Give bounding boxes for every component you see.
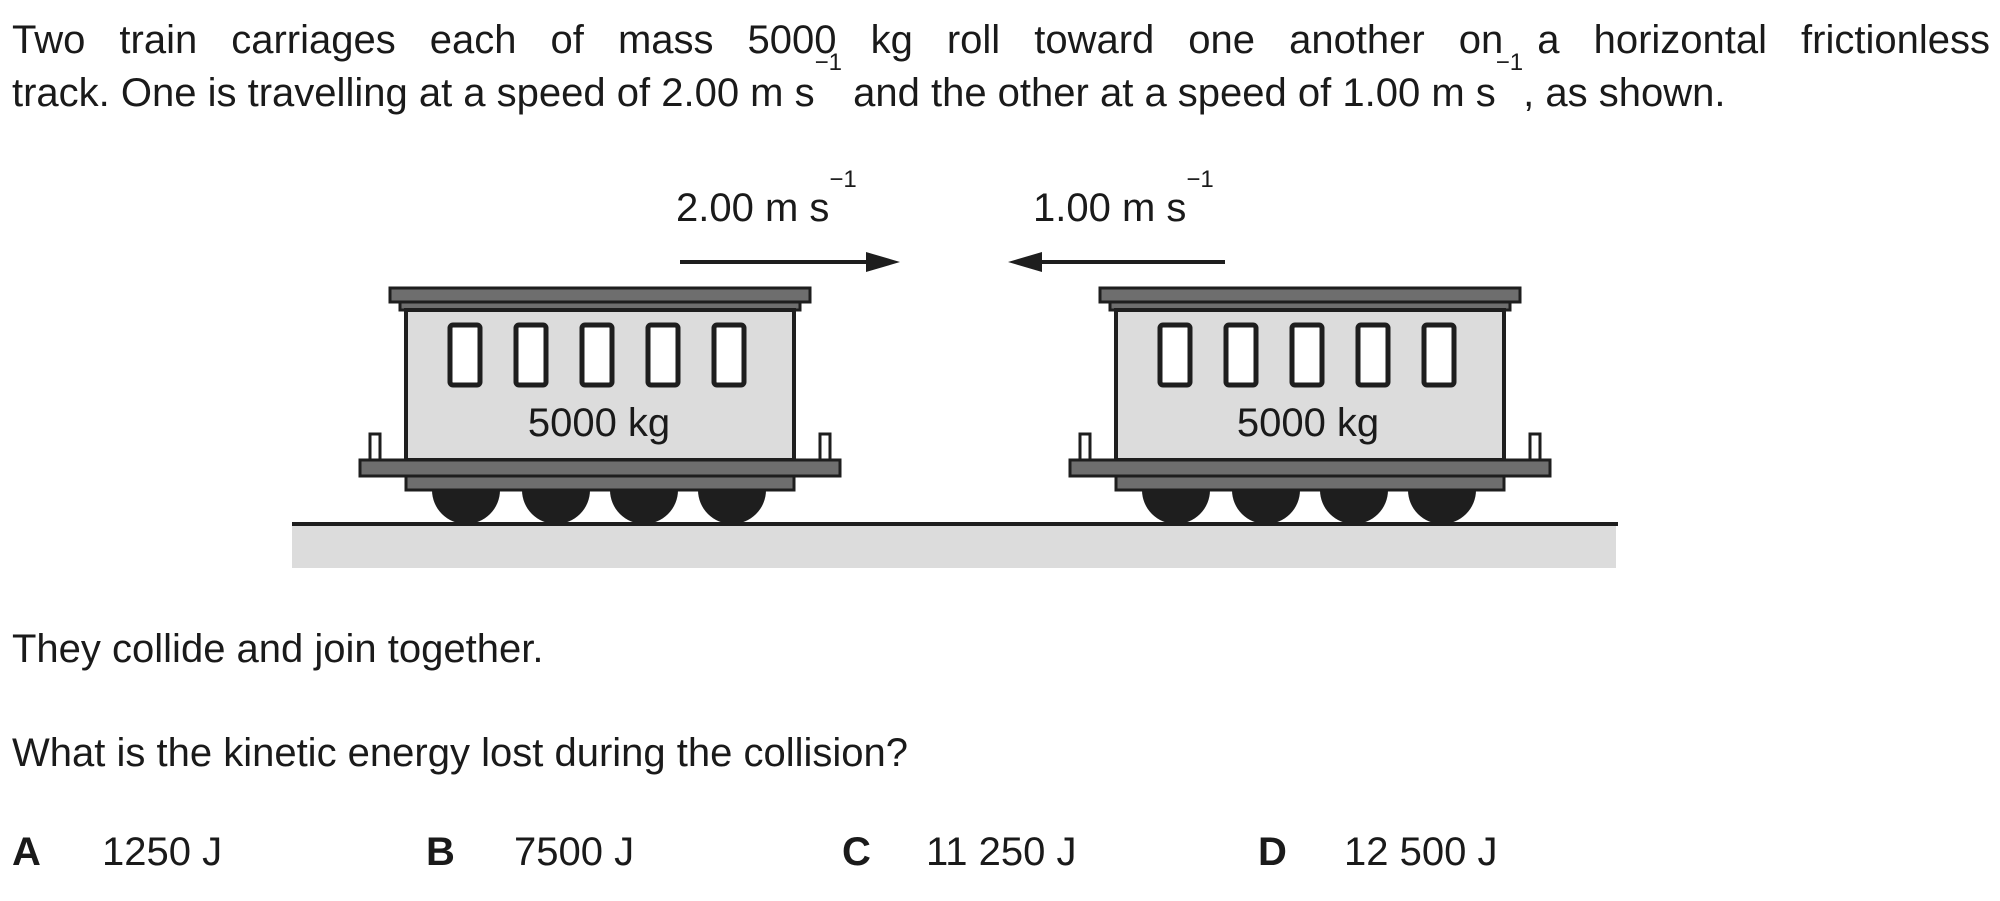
- right-carriage: [1068, 286, 1552, 524]
- left-window-1: [447, 322, 483, 388]
- option-a[interactable]: A 1250 J: [12, 824, 222, 880]
- intro-line-2-part-2: and the other at a speed of 1.00 m s: [842, 71, 1496, 115]
- track-bed: [292, 524, 1616, 568]
- intro-superscript-2: −1: [1495, 49, 1524, 76]
- right-window-2: [1223, 322, 1259, 388]
- left-window-2: [513, 322, 549, 388]
- left-speed-superscript: −1: [829, 166, 857, 193]
- right-velocity-arrow: [1008, 252, 1225, 272]
- left-carriage: [358, 286, 842, 524]
- right-window-1: [1157, 322, 1193, 388]
- left-window-4: [645, 322, 681, 388]
- option-c-value: 11 250 J: [926, 830, 1077, 874]
- right-speed-superscript: −1: [1186, 166, 1214, 193]
- left-window-3: [579, 322, 615, 388]
- right-window-5: [1421, 322, 1457, 388]
- collision-statement: They collide and join together.: [12, 627, 544, 671]
- right-wheel-3: [1320, 490, 1388, 524]
- left-speed-value: 2.00 m s: [676, 186, 830, 230]
- left-wheel-2: [522, 490, 590, 524]
- right-carriage-frame: [1068, 458, 1552, 478]
- option-c[interactable]: C 11 250 J: [842, 824, 1077, 880]
- right-window-4: [1355, 322, 1391, 388]
- option-c-letter: C: [842, 830, 871, 874]
- intro-line-2-part-3: , as shown.: [1523, 71, 1726, 115]
- right-carriage-underframe: [1114, 474, 1506, 492]
- option-b[interactable]: B 7500 J: [426, 824, 634, 880]
- option-a-value: 1250 J: [102, 830, 223, 874]
- right-carriage-mass-label: 5000 kg: [1236, 401, 1380, 445]
- left-carriage-mass-label: 5000 kg: [527, 401, 671, 445]
- left-wheel-1: [432, 490, 500, 524]
- right-wheel-4: [1408, 490, 1476, 524]
- answer-options: A 1250 J B 7500 J C 11 250 J D 12 500 J: [0, 824, 2000, 880]
- left-window-5: [711, 322, 747, 388]
- option-a-letter: A: [12, 830, 41, 874]
- right-speed-label: 1.00 m s−1: [1033, 168, 1214, 232]
- option-d-letter: D: [1258, 830, 1287, 874]
- option-b-letter: B: [426, 830, 455, 874]
- left-buffer-left: [368, 432, 382, 462]
- intro-line-2-part-1: track. One is travelling at a speed of 2…: [12, 71, 815, 115]
- right-buffer-right: [1528, 432, 1542, 462]
- option-d[interactable]: D 12 500 J: [1258, 824, 1497, 880]
- right-carriage-roof: [1098, 286, 1522, 304]
- left-wheel-4: [698, 490, 766, 524]
- question-intro: Two train carriages each of mass 5000 kg…: [12, 14, 1990, 120]
- left-buffer-right: [818, 432, 832, 462]
- left-speed-label: 2.00 m s−1: [676, 168, 857, 232]
- left-carriage-underframe: [404, 474, 796, 492]
- left-carriage-frame: [358, 458, 842, 478]
- intro-superscript-1: −1: [814, 49, 842, 76]
- option-b-value: 7500 J: [514, 830, 635, 874]
- right-window-3: [1289, 322, 1325, 388]
- left-velocity-arrow: [680, 252, 900, 272]
- right-wheel-2: [1232, 490, 1300, 524]
- intro-line-2: track. One is travelling at a speed of 2…: [12, 51, 1990, 120]
- left-carriage-roof: [388, 286, 812, 304]
- right-buffer-left: [1078, 432, 1092, 462]
- intro-line-1: Two train carriages each of mass 5000 kg…: [12, 18, 1990, 62]
- right-speed-value: 1.00 m s: [1033, 186, 1187, 230]
- right-wheel-1: [1142, 490, 1210, 524]
- question-prompt: What is the kinetic energy lost during t…: [12, 731, 909, 775]
- option-d-value: 12 500 J: [1344, 830, 1498, 874]
- left-wheel-3: [610, 490, 678, 524]
